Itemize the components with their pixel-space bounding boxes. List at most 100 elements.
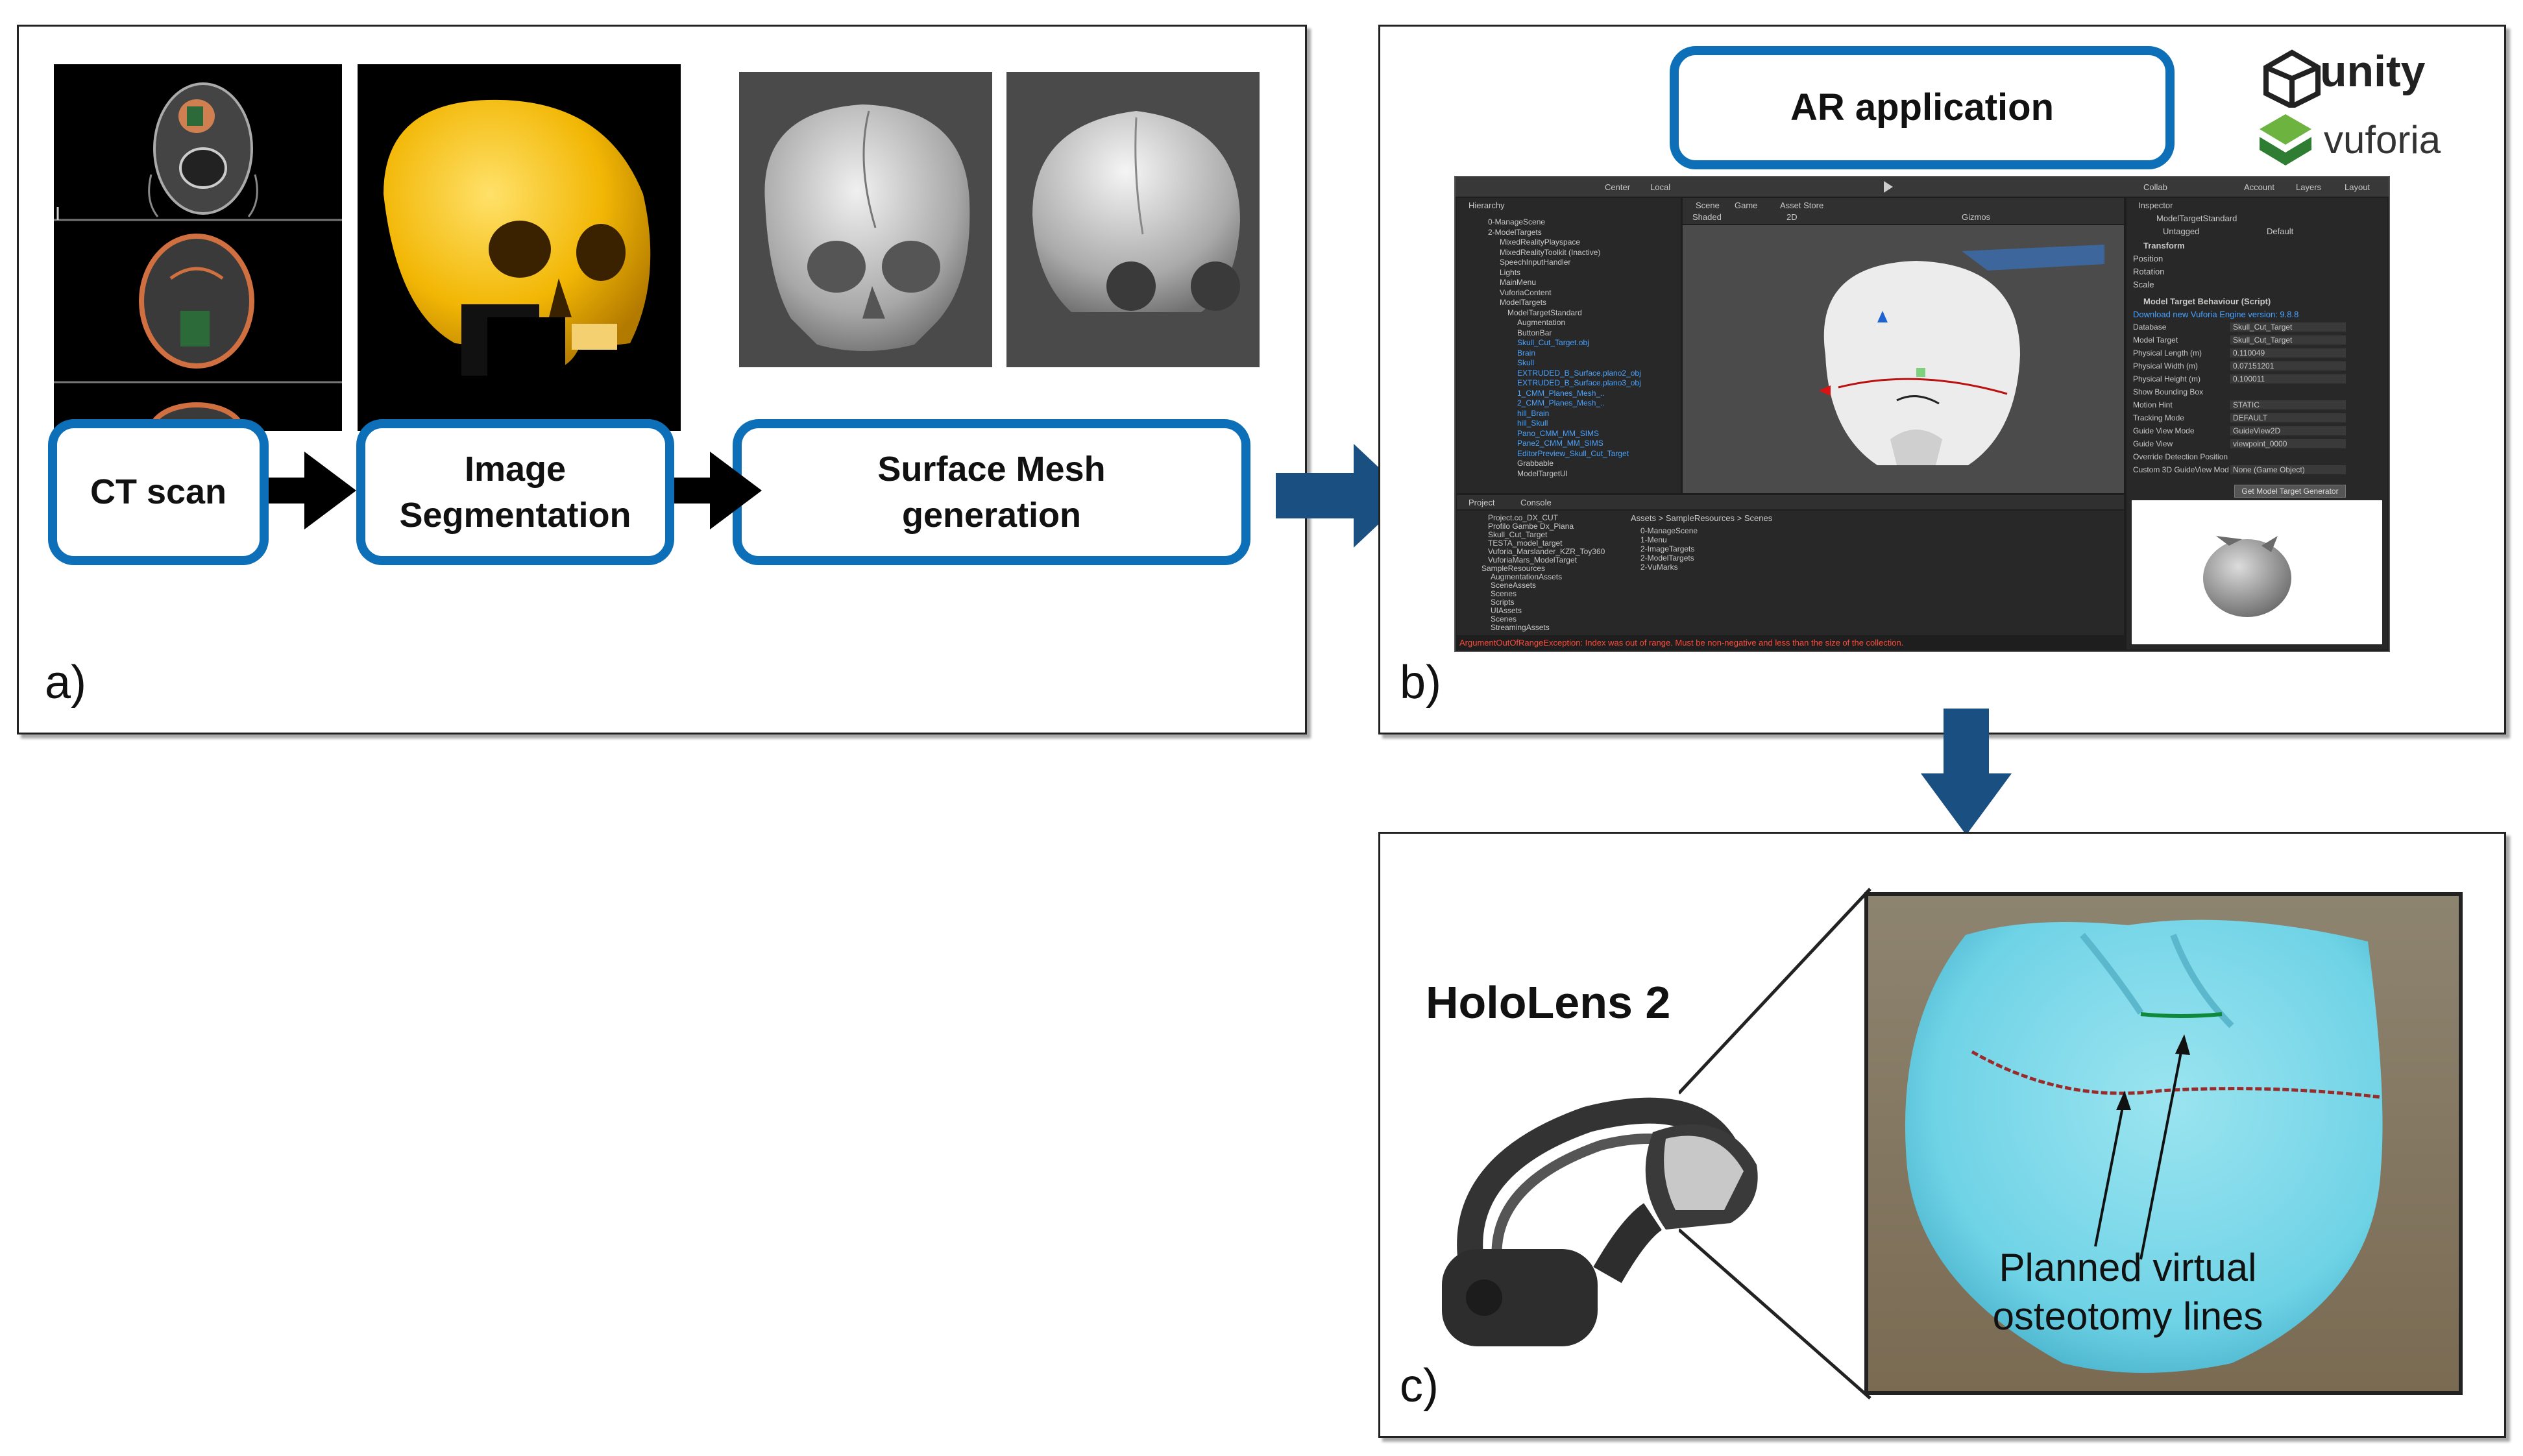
hierarchy-item[interactable]: VuforiaContent	[1500, 287, 1552, 297]
hierarchy-item[interactable]: Pane2_CMM_MM_SIMS	[1517, 439, 1603, 448]
hierarchy-item[interactable]: Skull_Cut_Target.obj	[1517, 338, 1589, 347]
surface-mesh-cut	[1006, 72, 1260, 367]
zoom-lines	[1679, 888, 1871, 1400]
arrow-a-to-b	[1276, 444, 1409, 548]
scene-file-item[interactable]: 2-ImageTargets	[1640, 544, 1695, 553]
tab-scene[interactable]: Scene	[1696, 200, 1720, 210]
project-tree-item[interactable]: SceneAssets	[1491, 581, 1537, 590]
toolbar-local[interactable]: Local	[1650, 182, 1671, 192]
download-link[interactable]: Download new Vuforia Engine version: 9.8…	[2133, 309, 2299, 319]
project-tree-item[interactable]: Scenes	[1491, 614, 1517, 624]
hierarchy-item[interactable]: 2-ModelTargets	[1488, 227, 1542, 237]
hierarchy-item[interactable]: ButtonBar	[1517, 328, 1552, 337]
console-error[interactable]: ArgumentOutOfRangeException: Index was o…	[1459, 638, 1904, 648]
hierarchy-item[interactable]: Pano_CMM_MM_SIMS	[1517, 428, 1600, 438]
panel-a: CT scan Image Segmentation Surface Mesh …	[17, 25, 1307, 734]
hierarchy-item[interactable]: EditorPreview_Skull_Cut_Target	[1517, 448, 1629, 458]
toolbar-account[interactable]: Account	[2244, 182, 2274, 192]
hierarchy-item[interactable]: hill_Skull	[1517, 419, 1548, 428]
hierarchy-item[interactable]: Lights	[1500, 267, 1521, 277]
hierarchy-item[interactable]: Skull	[1517, 358, 1535, 367]
inspector-property-value[interactable]: STATIC	[2230, 400, 2346, 409]
visor	[1664, 1135, 1744, 1210]
tab-console[interactable]: Console	[1520, 498, 1552, 507]
hierarchy-item[interactable]: MixedRealityToolkit (Inactive)	[1500, 247, 1601, 257]
arrow-segmentation-to-mesh	[674, 452, 762, 529]
project-breadcrumb: Assets > SampleResources > Scenes	[1631, 513, 1773, 523]
hierarchy-item[interactable]: MixedRealityPlayspace	[1500, 237, 1581, 247]
toolbar-layout[interactable]: Layout	[2345, 182, 2371, 192]
hierarchy-item[interactable]: SpeechInputHandler	[1500, 258, 1571, 267]
project-tree-item[interactable]: StreamingAssets	[1491, 623, 1550, 632]
project-tree-item[interactable]: Skull_Cut_Target	[1488, 530, 1548, 539]
project-tree-item[interactable]: TESTA_model_target	[1488, 539, 1563, 548]
inspector-property-key: Show Bounding Box	[2133, 387, 2204, 396]
generator-button[interactable]: Get Model Target Generator	[2234, 485, 2346, 498]
project-tabs	[1457, 495, 2124, 509]
scene-file-item[interactable]: 0-ManageScene	[1640, 526, 1698, 535]
step-surface-mesh: Surface Mesh generation	[733, 419, 1250, 565]
project-panel	[1457, 511, 2124, 635]
inspector-title: Inspector	[2138, 200, 2173, 210]
ar-application-title-box: AR application	[1670, 46, 2175, 169]
hierarchy-item[interactable]: EXTRUDED_B_Surface.plano2_obj	[1517, 368, 1641, 378]
project-tree-item[interactable]: SampleResources	[1481, 564, 1546, 573]
inspector-property-value[interactable]: 0.07151201	[2230, 361, 2346, 370]
scene-2d[interactable]: 2D	[1786, 212, 1798, 222]
project-tree-item[interactable]: Vuforia_Marslander_KZR_Toy360	[1488, 547, 1605, 556]
hierarchy-item[interactable]: Grabbable	[1517, 459, 1554, 468]
project-tree-item[interactable]: Scripts	[1491, 598, 1515, 607]
scene-file-item[interactable]: 2-VuMarks	[1640, 563, 1678, 572]
ar-photo: Planned virtual osteotomy lines	[1864, 892, 2463, 1395]
hierarchy-item[interactable]: ModelTargetUI	[1517, 468, 1568, 478]
hierarchy-item[interactable]: MainMenu	[1500, 278, 1537, 287]
ct-scan-image	[54, 64, 342, 431]
project-tree-item[interactable]: Scenes	[1491, 589, 1517, 598]
scene-view[interactable]	[1683, 225, 2124, 493]
project-tree-item[interactable]: Profilo Gambe Dx_Piana	[1488, 522, 1574, 531]
scene-file-item[interactable]: 2-ModelTargets	[1640, 553, 1694, 563]
hierarchy-item[interactable]: hill_Brain	[1517, 408, 1550, 418]
inspector-property-key: Override Detection Position	[2133, 452, 2228, 461]
inspector-property-value[interactable]: Skull_Cut_Target	[2230, 335, 2346, 345]
tab-game[interactable]: Game	[1735, 200, 1758, 210]
inspector-property-value[interactable]: None (Game Object)	[2230, 465, 2346, 474]
inspector-property-key: Model Target	[2133, 335, 2178, 345]
hierarchy-item[interactable]: ModelTargetStandard	[1507, 308, 1582, 317]
inspector-property-value[interactable]: Skull_Cut_Target	[2230, 322, 2346, 332]
toolbar-collab[interactable]: Collab	[2143, 182, 2167, 192]
hierarchy-item[interactable]: 1_CMM_Planes_Mesh_..	[1517, 388, 1605, 398]
inspector-property-value[interactable]: viewpoint_0000	[2230, 439, 2346, 448]
inspector-object-name[interactable]: ModelTargetStandard	[2156, 213, 2237, 223]
inspector-layer[interactable]: Default	[2267, 226, 2294, 236]
hierarchy-item[interactable]: ModelTargets	[1500, 298, 1547, 307]
project-tree-item[interactable]: UIAssets	[1491, 606, 1522, 615]
unity-logo-icon	[2263, 49, 2321, 108]
inspector-property-value[interactable]: 0.100011	[2230, 374, 2346, 383]
toolbar-center[interactable]: Center	[1605, 182, 1631, 192]
step-image-segmentation-label: Image Segmentation	[399, 450, 631, 535]
project-tree-item[interactable]: Project.co_DX_CUT	[1488, 513, 1559, 522]
scene-file-item[interactable]: 1-Menu	[1640, 535, 1667, 544]
hierarchy-item[interactable]: 0-ManageScene	[1488, 217, 1546, 226]
inspector-property-value[interactable]: 0.110049	[2230, 348, 2346, 358]
inspector-property-key: Physical Width (m)	[2133, 361, 2199, 370]
play-button[interactable]	[1884, 181, 1893, 193]
hierarchy-item[interactable]: Brain	[1517, 348, 1536, 358]
inspector-tag[interactable]: Untagged	[2163, 226, 2200, 236]
scene-gizmos[interactable]: Gizmos	[1962, 212, 1991, 222]
inspector-property-value[interactable]: GuideView2D	[2230, 426, 2346, 435]
hierarchy-item[interactable]: Augmentation	[1517, 318, 1566, 327]
tab-asset-store[interactable]: Asset Store	[1780, 200, 1824, 210]
hierarchy-item[interactable]: EXTRUDED_B_Surface.plano3_obj	[1517, 378, 1641, 387]
project-tree-item[interactable]: VuforiaMars_ModelTarget	[1488, 555, 1577, 564]
tab-project[interactable]: Project	[1469, 498, 1495, 507]
hierarchy-item[interactable]: 2_CMM_Planes_Mesh_..	[1517, 398, 1605, 407]
osteotomy-line-red	[1971, 1050, 2382, 1099]
toolbar-layers[interactable]: Layers	[2296, 182, 2322, 192]
scene-shaded[interactable]: Shaded	[1692, 212, 1722, 222]
project-tree-item[interactable]: AugmentationAssets	[1491, 572, 1563, 581]
inspector-property-value[interactable]: DEFAULT	[2230, 413, 2346, 422]
inspector-property-key: Guide View	[2133, 439, 2173, 448]
rear-battery	[1442, 1249, 1598, 1346]
